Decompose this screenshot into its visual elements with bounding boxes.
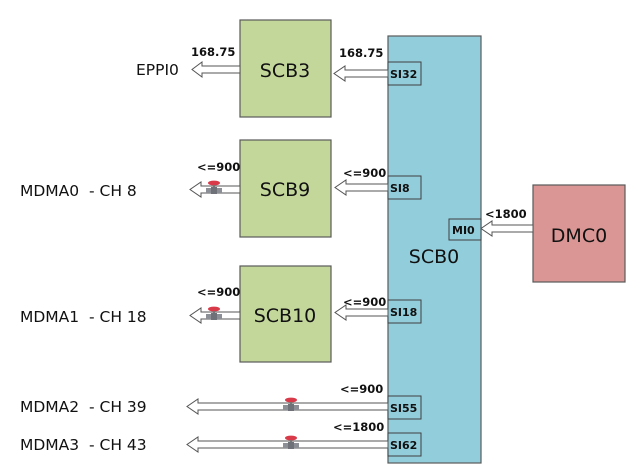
port-mi0-label: MI0: [452, 224, 475, 237]
scb0-block: [387, 35, 482, 464]
port-si62-label: SI62: [390, 439, 417, 452]
bw-si32-in: 168.75: [339, 46, 383, 60]
bw-si55-out: <=900: [340, 382, 383, 396]
scb9-label: SCB9: [260, 179, 310, 201]
port-si8-label: SI8: [390, 182, 410, 195]
bw-si8-in: <=900: [343, 166, 386, 180]
port-si18-label: SI18: [390, 306, 417, 319]
dmc0-label: DMC0: [551, 225, 607, 247]
dmc0-block: [532, 184, 626, 283]
bw-si18-in: <=900: [343, 295, 386, 309]
endpoint-eppi0: EPPI0: [136, 61, 179, 79]
bw-mdma0-out: <=900: [197, 160, 240, 174]
arrow-si18-scb10: [334, 304, 389, 321]
port-si32-label: SI32: [390, 68, 417, 81]
arrow-si32-scb3: [333, 65, 389, 82]
bw-mdma1-out: <=900: [197, 285, 240, 299]
scb3-block: [239, 19, 332, 118]
endpoint-mdma0: MDMA0 - CH 8: [20, 182, 137, 200]
arrow-dmc0-mi0: [480, 220, 534, 237]
scb0-label: SCB0: [409, 246, 459, 268]
port-si55-label: SI55: [390, 402, 417, 415]
scb10-label: SCB10: [254, 305, 317, 327]
scb9-block: [239, 139, 332, 238]
endpoint-mdma3: MDMA3 - CH 43: [20, 436, 147, 454]
endpoint-mdma1: MDMA1 - CH 18: [20, 308, 147, 326]
arrow-si8-scb9: [334, 179, 389, 196]
scb3-label: SCB3: [260, 60, 310, 82]
bw-mi0-in: <1800: [485, 207, 527, 221]
endpoint-mdma2: MDMA2 - CH 39: [20, 398, 147, 416]
arrow-eppi0: [191, 61, 241, 78]
port-mi0: [448, 218, 482, 241]
bw-eppi0-out: 168.75: [191, 45, 235, 59]
bw-si62-out: <=1800: [333, 420, 384, 434]
scb10-block: [239, 265, 332, 363]
